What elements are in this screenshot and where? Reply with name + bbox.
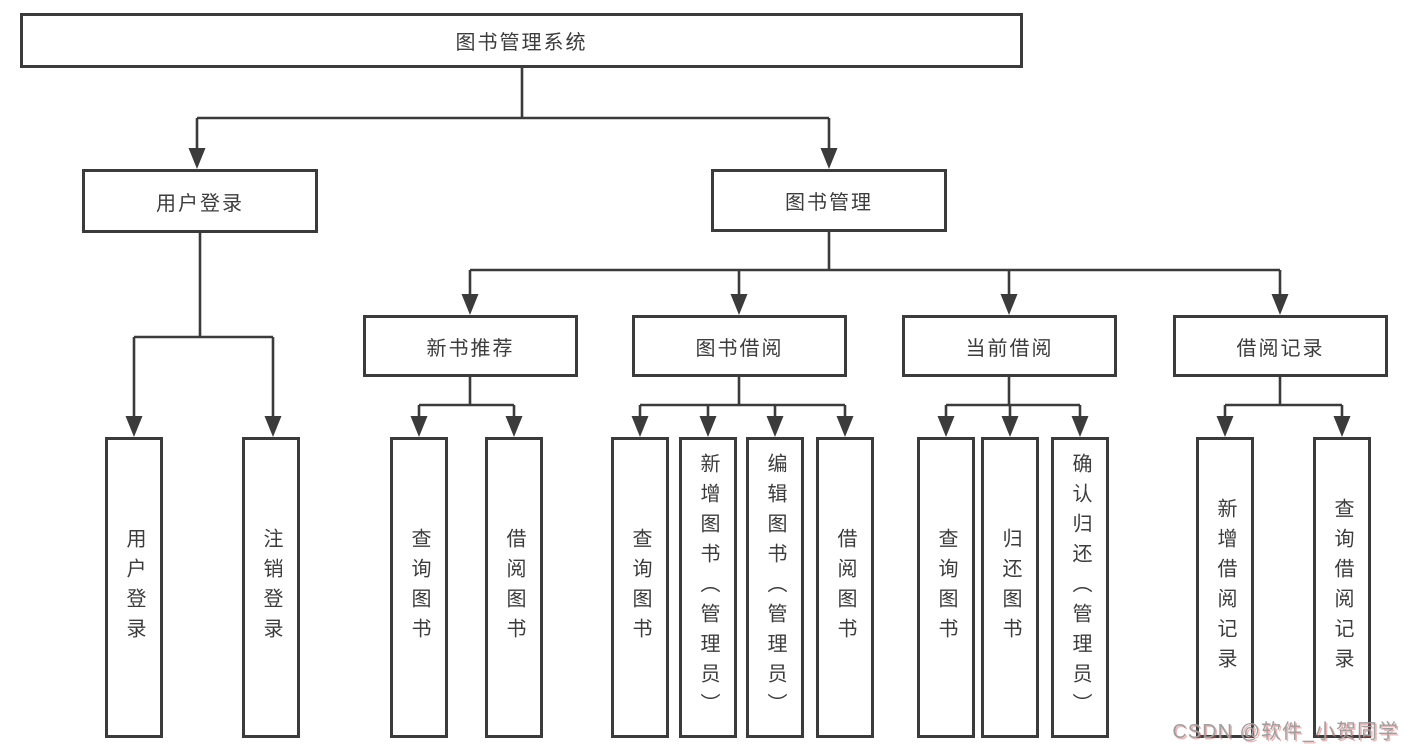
leaf-borrow-books-recommend: 借阅图书 (485, 437, 543, 738)
node-borrowing-records: 借阅记录 (1173, 315, 1388, 377)
leaf-return-books: 归还图书 (981, 437, 1039, 738)
node-new-book-recommend: 新书推荐 (363, 315, 578, 377)
node-book-management: 图书管理 (711, 169, 947, 232)
arrowhead-down (264, 416, 282, 437)
arrowhead-down (1000, 294, 1018, 315)
leaf-user-login: 用户登录 (105, 437, 163, 738)
connector-userlogin-to-leaves (132, 233, 275, 420)
arrowhead-down (1333, 416, 1351, 437)
leaf-add-borrow-record: 新增借阅记录 (1196, 437, 1254, 738)
arrowhead-down (461, 294, 479, 315)
arrowhead-down (699, 416, 717, 437)
connector-newbooks-to-leaves (417, 377, 516, 420)
leaf-logout: 注销登录 (242, 437, 300, 738)
arrowhead-down (505, 416, 523, 437)
connector-root-to-level2 (195, 68, 831, 152)
csdn-watermark: CSDN @软件_小贺同学 (1172, 721, 1399, 743)
node-root-library-system: 图书管理系统 (20, 13, 1023, 68)
leaf-query-books-current: 查询图书 (917, 437, 975, 738)
connector-borrow-to-leaves (638, 377, 847, 420)
arrowhead-down (125, 416, 143, 437)
arrowhead-down (836, 416, 854, 437)
arrowhead-down (631, 416, 649, 437)
arrowhead-down (1001, 416, 1019, 437)
leaf-query-books-recommend: 查询图书 (390, 437, 448, 738)
arrowhead-down (937, 416, 955, 437)
node-current-borrowing: 当前借阅 (902, 315, 1117, 377)
arrowhead-down (766, 416, 784, 437)
leaf-query-borrow-record: 查询借阅记录 (1313, 437, 1371, 738)
connector-bookmgmt-to-level3 (468, 232, 1282, 298)
connector-records-to-leaves (1223, 377, 1344, 420)
arrowhead-down (1071, 416, 1089, 437)
arrowhead-down (820, 148, 838, 169)
arrowhead-down (730, 294, 748, 315)
leaf-confirm-return-admin: 确认归还（管理员） (1051, 437, 1109, 738)
leaf-add-books-admin: 新增图书（管理员） (679, 437, 737, 738)
arrowhead-down (410, 416, 428, 437)
node-book-borrowing: 图书借阅 (632, 315, 847, 377)
arrowhead-down (188, 148, 206, 169)
arrowhead-down (1216, 416, 1234, 437)
leaf-borrow-books: 借阅图书 (816, 437, 874, 738)
node-user-login: 用户登录 (82, 169, 318, 233)
arrowhead-down (1271, 294, 1289, 315)
leaf-edit-books-admin: 编辑图书（管理员） (746, 437, 804, 738)
connector-current-to-leaves (944, 377, 1082, 420)
leaf-query-books-borrow: 查询图书 (611, 437, 669, 738)
